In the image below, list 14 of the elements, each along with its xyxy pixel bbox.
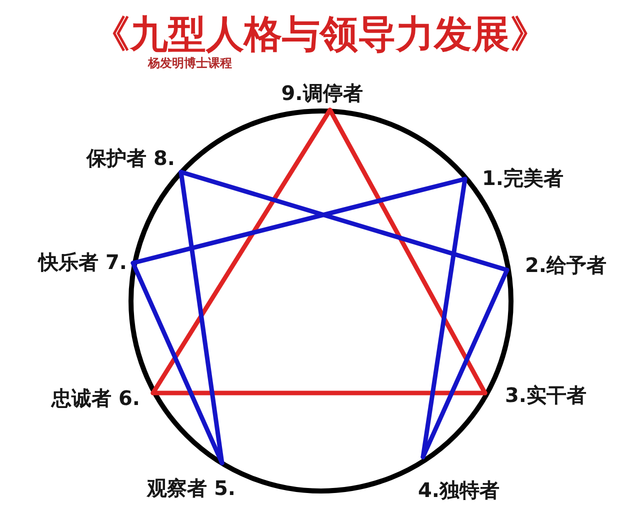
type-label: 9.调停者 — [281, 83, 363, 110]
type-label: 观察者 5. — [147, 463, 236, 498]
type-label: 保护者 8. — [86, 148, 181, 172]
type-label: 忠诚者 6. — [52, 388, 153, 408]
type-label: 3.实干者 — [485, 385, 587, 405]
connector-line — [150, 108, 332, 396]
type-label: 4.独特者 — [418, 457, 500, 500]
connector-line — [130, 176, 468, 266]
author-credit: 杨发明博士课程 — [148, 56, 232, 70]
connector-line — [150, 390, 488, 396]
type-label: 2.给予者 — [507, 255, 607, 275]
type-label: 快乐者 7. — [38, 252, 133, 272]
title: 《九型人格与领导力发展》 — [92, 12, 548, 56]
type-label: 1.完美者 — [465, 168, 564, 188]
